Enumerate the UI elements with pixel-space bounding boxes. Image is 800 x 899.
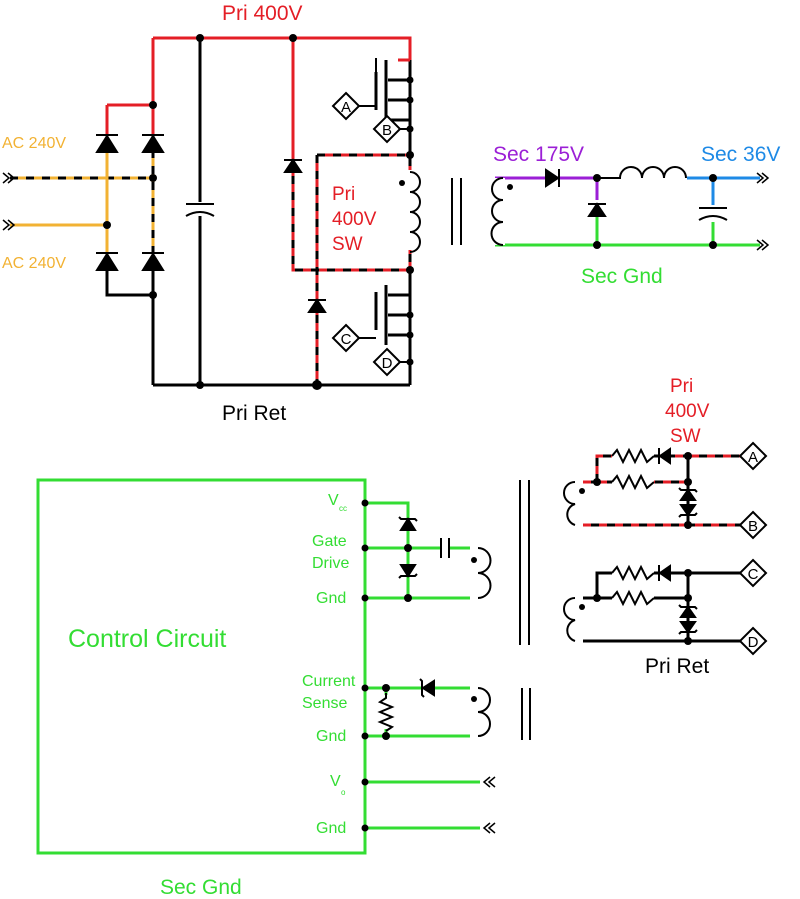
freewheel-diode bbox=[587, 202, 607, 217]
gnd-label-3: Gnd bbox=[316, 820, 346, 837]
gate-secondary-windings bbox=[563, 480, 585, 644]
current-sense-label-line2: Sense bbox=[302, 695, 347, 712]
secondary-wiring bbox=[495, 176, 760, 247]
gate-diodes-and-zeners bbox=[658, 447, 698, 635]
ac-bottom-label: AC 240V bbox=[2, 255, 66, 272]
clamp-diodes bbox=[283, 158, 327, 313]
bridge-rectifier bbox=[95, 134, 165, 271]
control-wiring bbox=[365, 501, 480, 830]
ac-input-arrows bbox=[2, 172, 16, 231]
vo-label: V bbox=[330, 773, 341, 790]
pri-sw-label-line1: Pri bbox=[332, 184, 355, 205]
current-transformer-core bbox=[521, 688, 531, 740]
gnd-label-2: Gnd bbox=[316, 728, 346, 745]
gate-transformer-core bbox=[519, 480, 530, 645]
gate-tag-b-secondary: B bbox=[738, 510, 768, 540]
pri-sw-right-line1: Pri bbox=[670, 376, 693, 397]
pri-ret-right-label: Pri Ret bbox=[645, 655, 709, 678]
gate-drive-label-line2: Drive bbox=[312, 555, 349, 572]
vcc-label: V bbox=[328, 492, 339, 509]
gate-tag-a-primary: A bbox=[331, 91, 376, 121]
gate-tag-a-secondary-label: A bbox=[748, 449, 758, 466]
gate-tag-d-secondary: D bbox=[738, 626, 768, 656]
labels: Pri 400V AC 240V AC 240V Pri 400V SW Sec… bbox=[2, 2, 780, 899]
sec-175v-label: Sec 175V bbox=[493, 143, 584, 166]
primary-junctions bbox=[103, 34, 414, 390]
gate-drive-winding bbox=[470, 545, 495, 601]
bus-capacitor bbox=[185, 202, 215, 217]
gate-tag-b-label: B bbox=[382, 122, 392, 139]
gate-drive-zeners bbox=[398, 516, 418, 579]
coupling-capacitor bbox=[440, 538, 450, 558]
primary-winding bbox=[399, 170, 432, 253]
sec-gnd-bottom-label: Sec Gnd bbox=[160, 876, 242, 899]
gate-tag-b-primary: B bbox=[372, 114, 410, 144]
current-sense-winding bbox=[470, 685, 495, 739]
gate-tag-a-label: A bbox=[341, 99, 351, 116]
control-output-arrows bbox=[482, 776, 496, 834]
transformer-core bbox=[451, 178, 462, 245]
secondary-winding bbox=[485, 177, 513, 246]
gate-tag-d-secondary-label: D bbox=[748, 634, 759, 651]
low-side-gate-secondary bbox=[575, 571, 740, 643]
vcc-subscript: cc bbox=[339, 504, 347, 513]
sense-zener bbox=[419, 678, 435, 698]
control-junctions bbox=[361, 499, 412, 832]
output-rectifier-diode bbox=[545, 168, 560, 188]
control-circuit-block bbox=[36, 478, 367, 855]
output-arrows bbox=[756, 172, 770, 251]
pri-sw-right-line3: SW bbox=[670, 426, 701, 447]
sec-36v-label: Sec 36V bbox=[701, 143, 780, 166]
pri-ret-top-label: Pri Ret bbox=[222, 402, 286, 425]
gate-resistors bbox=[611, 447, 655, 607]
output-capacitor bbox=[698, 207, 728, 221]
current-sense-label-line1: Current bbox=[302, 673, 356, 690]
ac-top-label: AC 240V bbox=[2, 135, 66, 152]
sense-resistor bbox=[377, 693, 395, 732]
output-inductor bbox=[597, 165, 687, 181]
gate-tag-c-primary: C bbox=[331, 323, 376, 353]
gate-tag-c-secondary: C bbox=[738, 558, 768, 588]
gate-tag-c-secondary-label: C bbox=[748, 566, 759, 583]
control-circuit-title: Control Circuit bbox=[68, 625, 226, 653]
gate-drive-label-line1: Gate bbox=[312, 533, 347, 550]
mosfet-upper bbox=[374, 58, 388, 122]
pri-sw-label-line2: 400V bbox=[332, 209, 377, 230]
gate-tag-d-primary: D bbox=[372, 347, 410, 377]
gate-secondary-junctions bbox=[593, 452, 692, 645]
gate-tag-d-label: D bbox=[382, 355, 393, 372]
pri-sw-right-line2: 400V bbox=[665, 401, 710, 422]
vo-subscript: o bbox=[341, 788, 346, 797]
gate-tag-a-secondary: A bbox=[738, 441, 768, 471]
pri-400v-label: Pri 400V bbox=[222, 2, 303, 25]
pri-sw-label-line3: SW bbox=[332, 234, 363, 255]
gate-tag-c-label: C bbox=[341, 331, 352, 348]
gnd-label-1: Gnd bbox=[316, 590, 346, 607]
gate-tag-b-secondary-label: B bbox=[748, 518, 758, 535]
high-side-gate-secondary bbox=[575, 454, 740, 527]
mosfet-lower bbox=[374, 285, 388, 345]
sec-gnd-top-label: Sec Gnd bbox=[581, 265, 663, 288]
secondary-junctions bbox=[593, 174, 717, 249]
